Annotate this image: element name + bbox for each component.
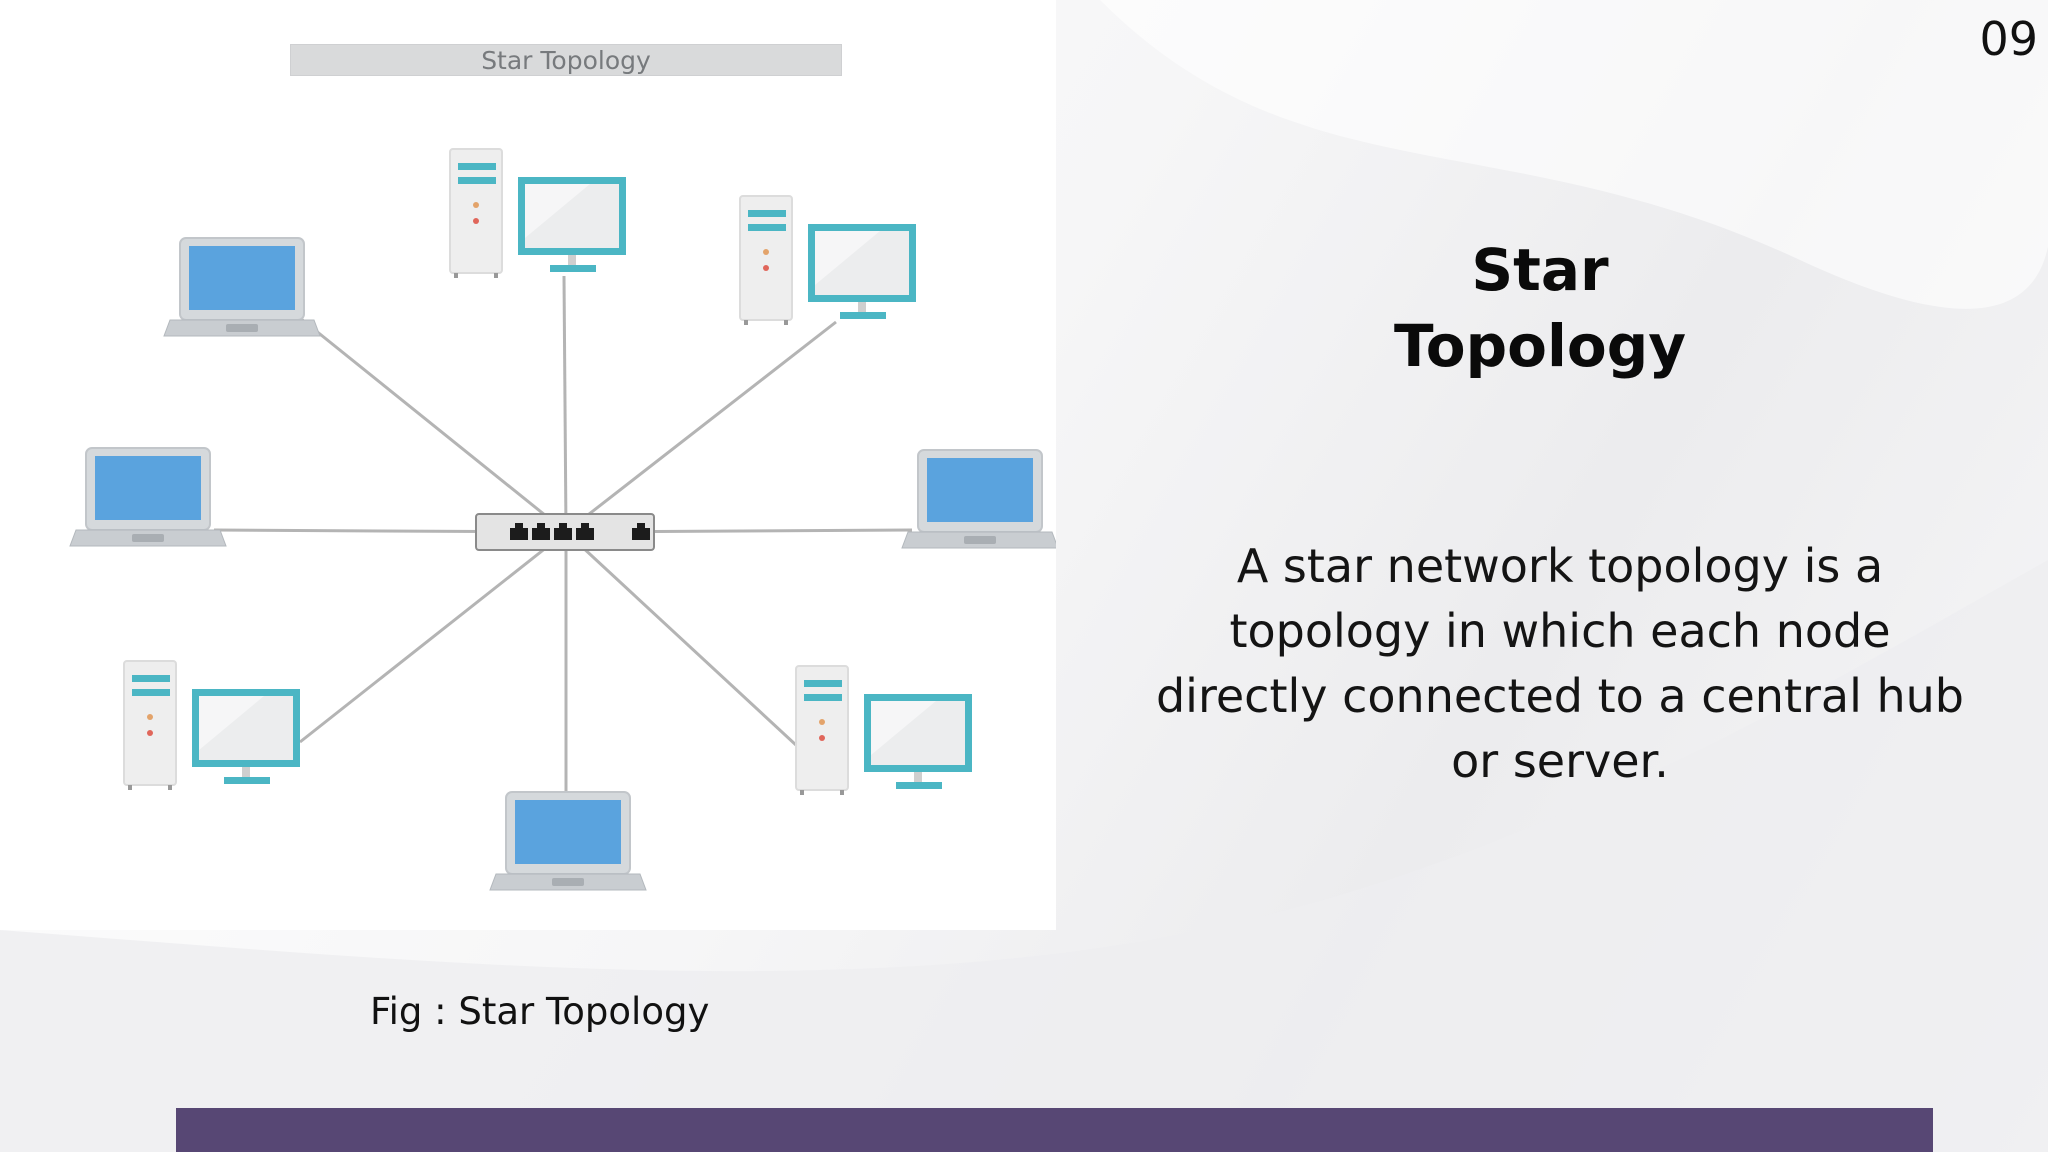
cable-desktop-bottom-left [299,530,567,744]
diagram-header-label: Star Topology [290,44,842,76]
figure-caption: Fig : Star Topology [370,990,710,1033]
laptop-icon [901,449,1056,549]
star-topology-diagram: Star Topology [0,0,1056,930]
laptop-icon [489,791,647,891]
topology-description: A star network topology is a topology in… [1155,539,1965,788]
cable-laptop-top-left [299,316,567,534]
cable-desktop-top [562,275,568,533]
desktop-computer-icon [795,665,972,795]
page-number: 09 [1979,12,2038,66]
desktop-computer-icon [123,660,300,790]
footer-bar [176,1108,1933,1152]
desktop-computer-icon [449,148,626,278]
diagram-canvas [69,148,1056,891]
slide-title: Star Topology [1300,232,1780,384]
devices [69,148,1056,891]
cable-desktop-top-right [565,320,837,534]
cable-desktop-bottom-right [564,530,812,760]
slide-title-line-2: Topology [1393,312,1687,380]
laptop-icon [163,237,321,337]
network-switch-icon [475,513,655,551]
laptop-icon [69,447,227,547]
slide-title-line-1: Star [1471,236,1609,304]
desktop-computer-icon [739,195,916,325]
